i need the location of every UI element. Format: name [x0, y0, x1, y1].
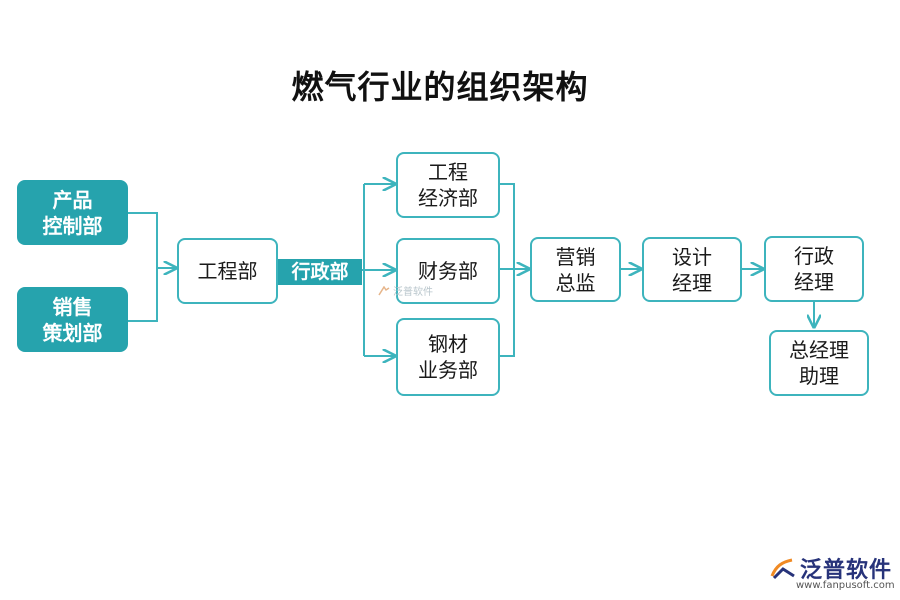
watermark-logo-icon [378, 285, 390, 295]
node-admin-manager: 行政 经理 [764, 236, 864, 302]
node-finance: 财务部 [396, 238, 500, 304]
brand-logo-text: 泛普软件 [800, 558, 893, 583]
node-steel-business: 钢材 业务部 [396, 318, 500, 396]
diagram-title: 燃气行业的组织架构 [291, 68, 589, 106]
node-product-control: 产品 控制部 [17, 180, 128, 245]
node-marketing-director: 营销 总监 [530, 237, 621, 302]
center-watermark: 泛普软件 [378, 283, 433, 298]
node-design-manager: 设计 经理 [642, 237, 742, 302]
center-watermark-text: 泛普软件 [393, 287, 433, 298]
brand-url: www.fanpusoft.com [796, 580, 895, 591]
brand-logo: 泛普软件 [770, 552, 892, 584]
node-sales-planning: 销售 策划部 [17, 287, 128, 352]
node-administration-dept: 行政部 [278, 259, 362, 285]
node-engineering-economics: 工程 经济部 [396, 152, 500, 218]
node-gm-assistant: 总经理 助理 [769, 330, 869, 396]
node-engineering: 工程部 [177, 238, 278, 304]
connector-left-bracket [128, 212, 158, 322]
fanpu-logo-icon [770, 558, 795, 580]
